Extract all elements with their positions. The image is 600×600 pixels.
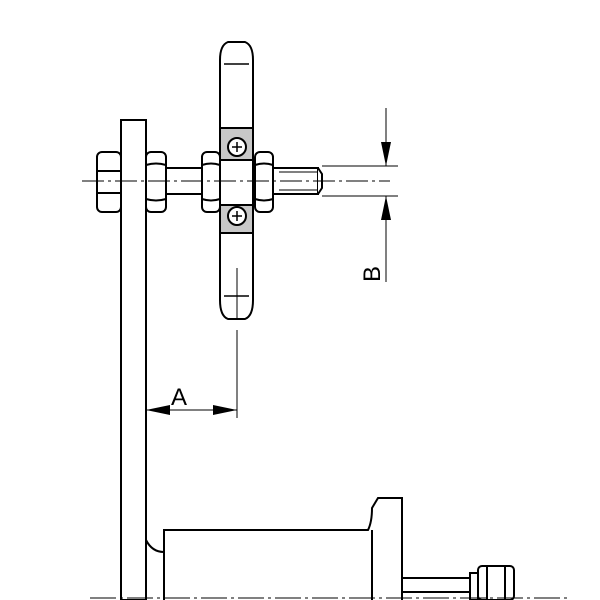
bearing-ball-bottom [227, 206, 247, 226]
support-plate [120, 119, 147, 600]
bearing-nut-left [201, 151, 221, 213]
base-block [145, 497, 403, 600]
dimension-b [322, 108, 398, 282]
base-screw [401, 565, 515, 600]
bolt-head [96, 151, 122, 213]
dimension-b-label: B [359, 266, 386, 282]
dimension-a-label: A [171, 384, 187, 411]
bearing-ball-top [227, 137, 247, 157]
dimension-a [146, 268, 238, 418]
bearing-nut-right [254, 151, 274, 213]
sprocket-tooth-top [219, 41, 254, 129]
lock-nut-left [145, 151, 167, 213]
